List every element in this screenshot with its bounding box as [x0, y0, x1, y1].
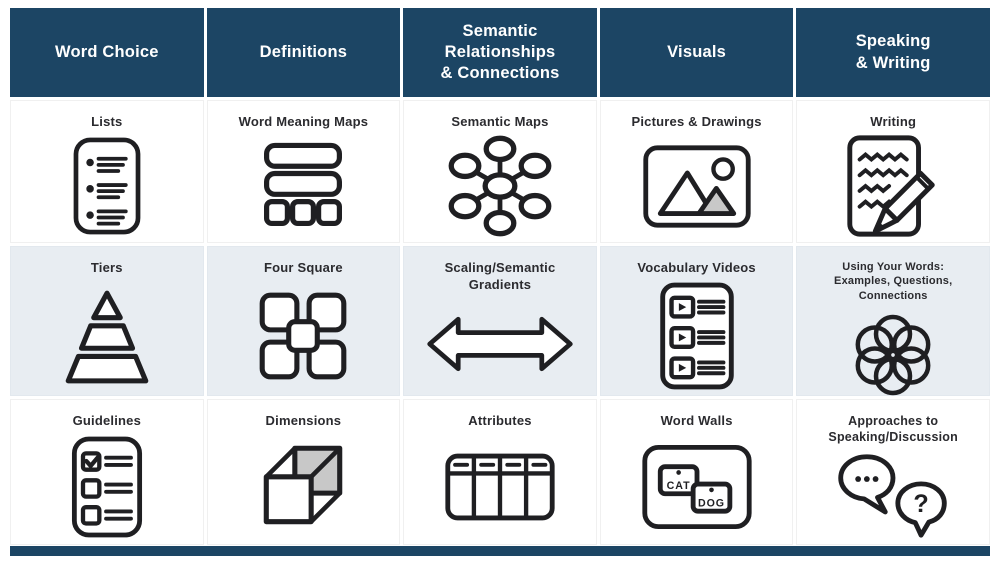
cell-approaches-speaking: Approaches to Speaking/Discussion ? — [796, 399, 990, 545]
cell-label: Vocabulary Videos — [637, 260, 756, 275]
semantic-map-icon — [448, 136, 552, 237]
writing-pencil-icon — [847, 135, 935, 238]
word-wall-card-cat: CAT — [666, 480, 690, 492]
attribute-table-icon — [445, 453, 555, 521]
cell-semantic-maps: Semantic Maps — [403, 100, 597, 243]
cube-icon — [264, 445, 343, 525]
cell-label: Approaches to Speaking/Discussion — [828, 414, 958, 445]
cell-label: Semantic Maps — [451, 114, 549, 129]
checklist-document-icon — [71, 436, 142, 538]
cell-vocabulary-videos: Vocabulary Videos — [599, 246, 794, 396]
cell-dimensions: Dimensions — [206, 399, 401, 545]
header-semantic-relationships: Semantic Relationships & Connections — [403, 8, 597, 97]
cell-pictures-drawings: Pictures & Drawings — [599, 100, 794, 243]
question-mark: ? — [914, 490, 929, 518]
cell-label: Dimensions — [265, 413, 342, 428]
cell-word-meaning-maps: Word Meaning Maps — [206, 100, 401, 243]
cell-lists: Lists — [10, 100, 204, 243]
word-wall-card-dog: DOG — [698, 497, 725, 509]
cell-writing: Writing — [796, 100, 990, 243]
cell-label: Guidelines — [72, 413, 142, 428]
strategy-table: Word Choice Definitions Semantic Relatio… — [10, 8, 990, 556]
cell-using-your-words: Using Your Words: Examples, Questions, C… — [796, 246, 990, 396]
cell-label: Using Your Words: Examples, Questions, C… — [834, 261, 953, 302]
cell-four-square: Four Square — [206, 246, 401, 396]
header-word-choice: Word Choice — [10, 8, 204, 97]
picture-icon — [642, 145, 751, 229]
header-definitions: Definitions — [206, 8, 401, 97]
cell-label: Writing — [870, 114, 917, 129]
four-square-icon — [260, 292, 347, 380]
video-list-icon — [659, 282, 734, 390]
speech-bubbles-icon: ? — [838, 454, 947, 538]
cell-scaling-gradients: Scaling/Semantic Gradients — [403, 246, 597, 396]
cell-guidelines: Guidelines — [10, 399, 204, 545]
cell-label: Pictures & Drawings — [631, 114, 762, 129]
cell-label: Word Meaning Maps — [238, 114, 369, 129]
cell-label: Scaling/Semantic Gradients — [444, 260, 556, 292]
cell-label: Tiers — [90, 260, 123, 275]
cell-word-walls: Word Walls CAT DOG — [599, 399, 794, 545]
table-grid: Word Choice Definitions Semantic Relatio… — [10, 8, 990, 545]
double-arrow-icon — [427, 317, 573, 372]
word-wall-icon: CAT DOG — [641, 444, 752, 529]
cell-tiers: Tiers — [10, 246, 204, 396]
header-speaking-writing: Speaking & Writing — [796, 8, 990, 97]
cell-label: Lists — [91, 114, 123, 129]
list-document-icon — [73, 138, 141, 235]
pyramid-tiers-icon — [65, 290, 149, 384]
header-visuals: Visuals — [599, 8, 794, 97]
flower-circles-icon — [855, 314, 931, 396]
cell-label: Word Walls — [660, 413, 733, 428]
cell-label: Attributes — [468, 413, 532, 428]
cell-label: Four Square — [264, 260, 343, 275]
cell-attributes: Attributes — [403, 399, 597, 545]
meaning-map-icon — [264, 143, 343, 227]
footer-accent-bar — [10, 546, 990, 556]
